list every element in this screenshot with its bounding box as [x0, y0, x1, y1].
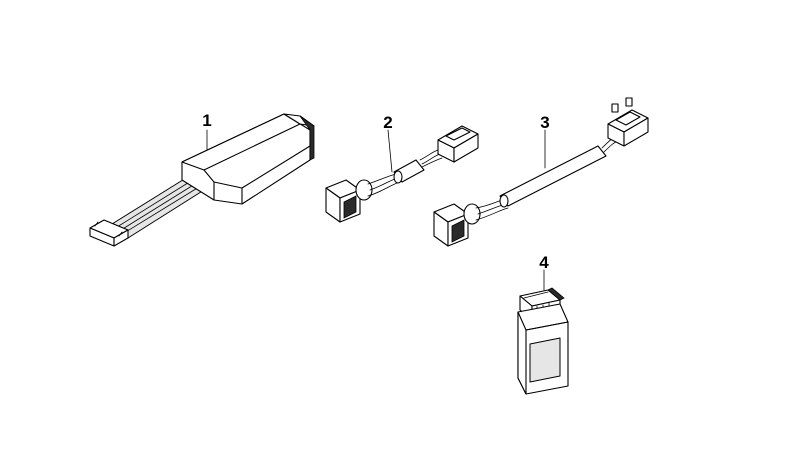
part-1-ribbon-connector [89, 219, 129, 247]
part-3-plug [607, 97, 649, 147]
part-3-sleeve [499, 145, 607, 208]
part-2-label: 2 [383, 113, 392, 132]
part-4-card-body [517, 303, 569, 395]
part-3-socket [433, 203, 481, 247]
part-2-plug [437, 125, 479, 163]
part-2-sleeve [393, 159, 425, 184]
part-2-socket [325, 179, 373, 223]
part-1-module: 1 [89, 111, 315, 247]
part-3-harness: 3 [433, 97, 649, 247]
part-4-card: 4 [517, 253, 569, 395]
part-2-leader [387, 129, 393, 173]
part-4-label: 4 [539, 253, 549, 272]
part-1-label: 1 [202, 111, 211, 130]
part-3-label: 3 [540, 113, 549, 132]
part-2-harness: 2 [325, 113, 479, 223]
part-1-box [181, 113, 315, 205]
